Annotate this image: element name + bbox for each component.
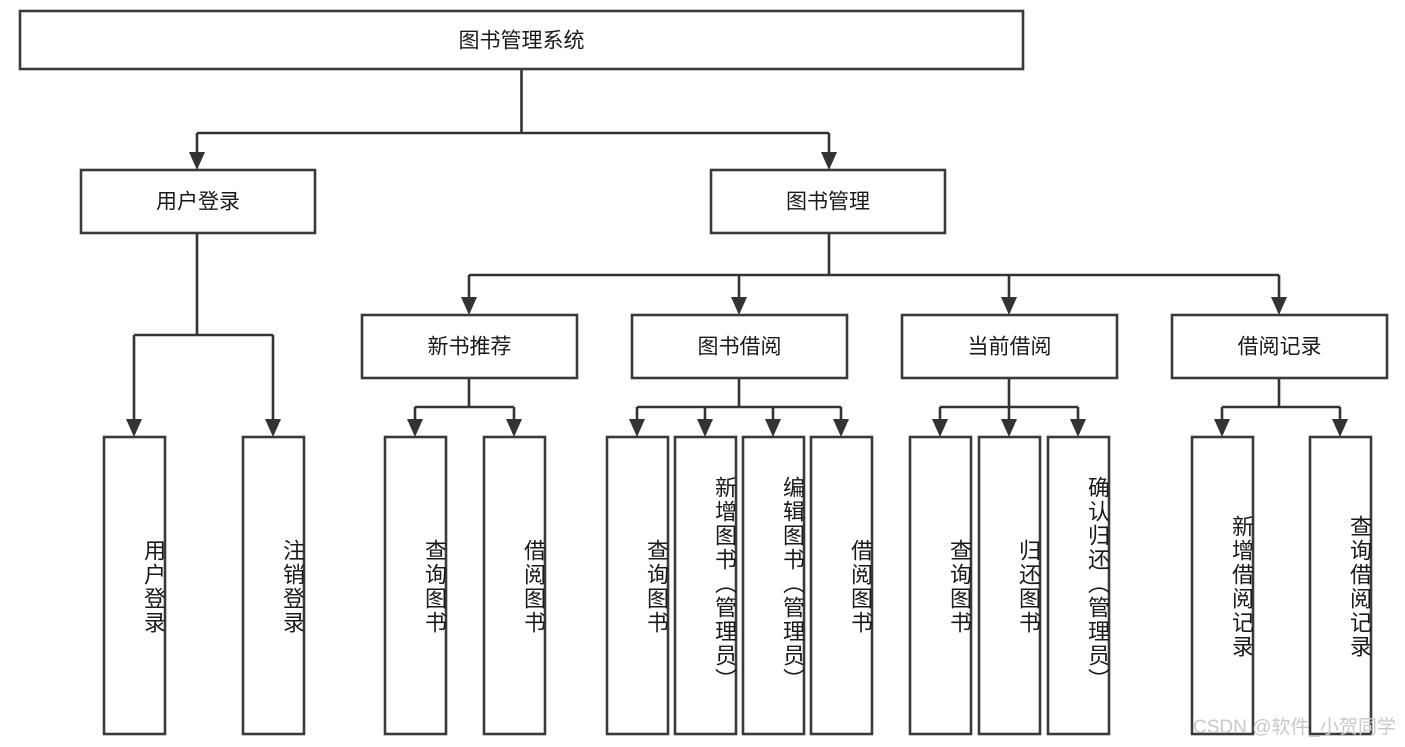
arrow-head-currentborrow-leaf3 [1070, 419, 1086, 437]
node-box-borrow-record[interactable] [1170, 313, 1389, 380]
connector-group-bookborrow-leaves [629, 378, 849, 437]
arrow-head-bookborrow-leaf3 [765, 419, 781, 437]
node-label-user-login: 用户登录 [156, 191, 240, 214]
arrow-head-userlogin-leaf2 [265, 419, 281, 437]
arrow-head-currentborrow-leaf2 [1001, 419, 1017, 437]
arrow-head-newbook-leaf1 [407, 419, 423, 437]
arrow-head-currentborrow [1001, 297, 1017, 315]
arrow-head-borrowrecord-leaf1 [1214, 419, 1230, 437]
arrow-head-bookborrow-leaf2 [697, 419, 713, 437]
arrow-head-newbook [461, 297, 477, 315]
connector-group-currentborrow-leaves [932, 378, 1086, 437]
node-label-root: 图书管理系统 [459, 30, 585, 53]
connector-group-newbook-leaves [407, 378, 522, 437]
node-label-new-book-recommend: 新书推荐 [428, 336, 512, 359]
node-box-leaf-logout[interactable] [241, 435, 306, 736]
connector-group-bookmgmt [461, 233, 1287, 315]
watermark: CSDN @软件_小贺同学 [1193, 717, 1396, 738]
node-box-root[interactable] [18, 9, 1025, 71]
arrow-head-borrowrecord-leaf2 [1332, 419, 1348, 437]
connector-group-root [189, 69, 837, 170]
node-box-leaf-add-book-admin[interactable] [673, 435, 738, 736]
node-box-leaf-borrow-book-recommend[interactable] [482, 435, 547, 736]
node-box-leaf-query-borrow-record[interactable] [1308, 435, 1373, 736]
node-box-book-management[interactable] [709, 168, 947, 235]
arrow-head-bookmgmt [821, 152, 837, 170]
node-label-borrow-record: 借阅记录 [1238, 336, 1322, 359]
arrow-head-bookborrow-leaf1 [629, 419, 645, 437]
node-box-leaf-query-book-borrow[interactable] [605, 435, 670, 736]
arrow-head-bookborrow [731, 297, 747, 315]
connector-group-borrowrecord-leaves [1214, 378, 1348, 437]
arrow-head-userlogin-leaf1 [126, 419, 142, 437]
node-box-leaf-add-borrow-record[interactable] [1190, 435, 1255, 736]
arrow-head-borrowrecord [1271, 297, 1287, 315]
node-label-current-borrow: 当前借阅 [968, 336, 1052, 359]
arrow-head-userlogin [189, 152, 205, 170]
node-box-leaf-edit-book-admin[interactable] [741, 435, 806, 736]
node-box-current-borrow[interactable] [900, 313, 1119, 380]
node-label-book-management: 图书管理 [786, 191, 870, 214]
node-label-book-borrow: 图书借阅 [698, 336, 782, 359]
node-box-user-login[interactable] [79, 168, 317, 235]
node-box-leaf-borrow-book[interactable] [809, 435, 874, 736]
node-box-leaf-user-login[interactable] [102, 435, 167, 736]
arrow-head-currentborrow-leaf1 [932, 419, 948, 437]
node-box-leaf-query-book-current[interactable] [908, 435, 973, 736]
node-box-leaf-confirm-return-admin[interactable] [1046, 435, 1111, 736]
node-box-new-book-recommend[interactable] [360, 313, 579, 380]
node-box-leaf-return-book[interactable] [977, 435, 1042, 736]
node-box-leaf-query-book-recommend[interactable] [383, 435, 448, 736]
arrow-head-bookborrow-leaf4 [833, 419, 849, 437]
connector-group-userlogin-leaves [126, 233, 281, 437]
arrow-head-newbook-leaf2 [506, 419, 522, 437]
node-box-book-borrow[interactable] [630, 313, 849, 380]
